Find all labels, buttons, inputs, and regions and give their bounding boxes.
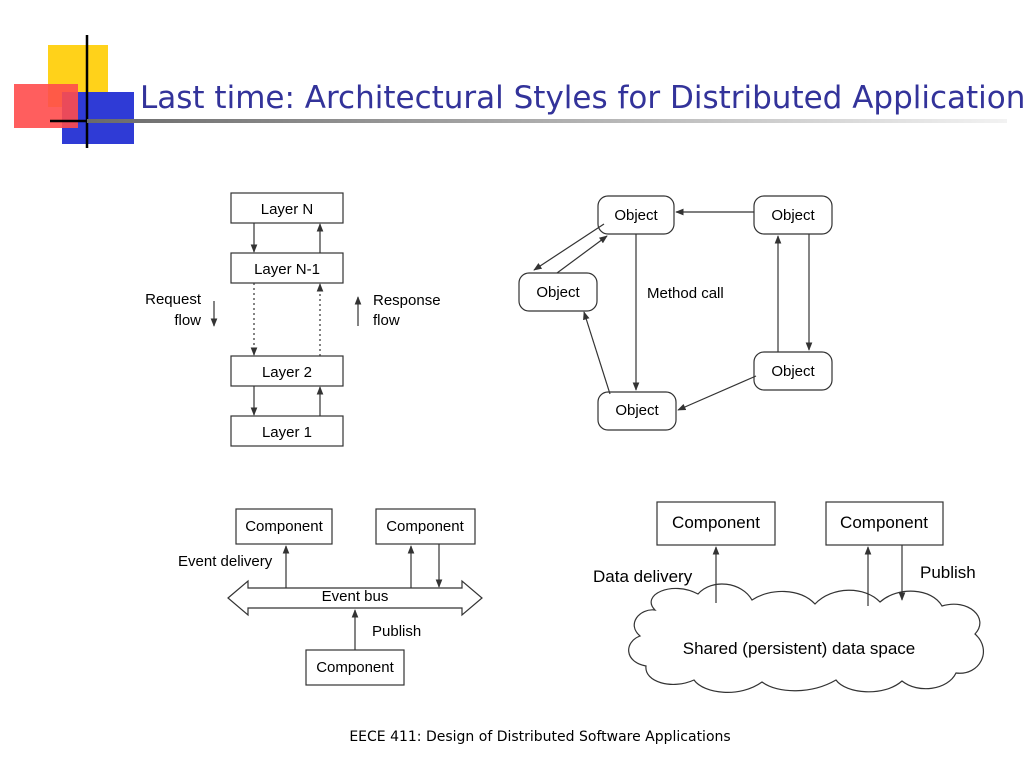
event-component-box-bottom bbox=[305, 649, 405, 686]
publish-label: Publish bbox=[920, 563, 976, 582]
object-node-bottom bbox=[597, 391, 677, 431]
shared-data-space-label: Shared (persistent) data space bbox=[683, 639, 915, 658]
layer-1-box bbox=[230, 415, 344, 447]
publish-label: Publish bbox=[372, 623, 421, 640]
layer-1-label: Layer 1 bbox=[262, 424, 312, 441]
shared-component-box-right bbox=[825, 501, 944, 546]
event-bus-diagram: Component Component Component Event bus … bbox=[178, 508, 483, 686]
layer-n-box bbox=[230, 192, 344, 224]
layer-2-label: Layer 2 bbox=[262, 364, 312, 381]
component-label: Component bbox=[386, 518, 464, 535]
component-label: Component bbox=[316, 659, 394, 676]
event-component-box-right bbox=[375, 508, 476, 545]
title-underline bbox=[87, 119, 1007, 123]
request-flow-label-line2: flow bbox=[174, 312, 201, 329]
request-flow-label-line1: Request bbox=[145, 291, 202, 308]
call-arrow bbox=[533, 223, 605, 271]
object-node-bottom-right bbox=[753, 351, 833, 391]
layer-n-label: Layer N bbox=[261, 201, 314, 218]
event-delivery-label: Event delivery bbox=[178, 553, 273, 570]
object-label: Object bbox=[615, 402, 659, 419]
layer-n-1-box bbox=[230, 252, 344, 284]
method-call-label: Method call bbox=[647, 285, 724, 302]
component-label: Component bbox=[840, 513, 928, 532]
shared-data-cloud bbox=[628, 583, 985, 693]
event-bus-shape bbox=[227, 579, 483, 617]
response-flow-label-line2: flow bbox=[373, 312, 400, 329]
object-label: Object bbox=[771, 207, 815, 224]
component-label: Component bbox=[245, 518, 323, 535]
layer-2-box bbox=[230, 355, 344, 387]
call-arrow bbox=[677, 375, 757, 411]
component-label: Component bbox=[672, 513, 760, 532]
object-label: Object bbox=[536, 284, 580, 301]
shared-data-space-diagram: Component Component Shared (persistent) … bbox=[593, 501, 985, 693]
layered-diagram: Layer N Layer N-1 Layer 2 Layer 1 Reques… bbox=[145, 192, 441, 447]
corner-decoration bbox=[14, 35, 140, 148]
event-bus-label: Event bus bbox=[322, 588, 389, 605]
shared-component-box-left bbox=[656, 501, 776, 546]
object-label: Object bbox=[614, 207, 658, 224]
object-diagram: Object Object Object Object Object Metho… bbox=[518, 195, 833, 431]
call-arrow bbox=[556, 235, 608, 274]
response-flow-label-line1: Response bbox=[373, 292, 441, 309]
slide-footer: EECE 411: Design of Distributed Software… bbox=[349, 729, 730, 745]
object-label: Object bbox=[771, 363, 815, 380]
object-node-top-right bbox=[753, 195, 833, 235]
layer-n-1-label: Layer N-1 bbox=[254, 261, 320, 278]
data-delivery-label: Data delivery bbox=[593, 567, 693, 586]
event-component-box-left bbox=[235, 508, 333, 545]
call-arrow bbox=[583, 311, 611, 395]
slide-title: Last time: Architectural Styles for Dist… bbox=[140, 80, 1024, 116]
